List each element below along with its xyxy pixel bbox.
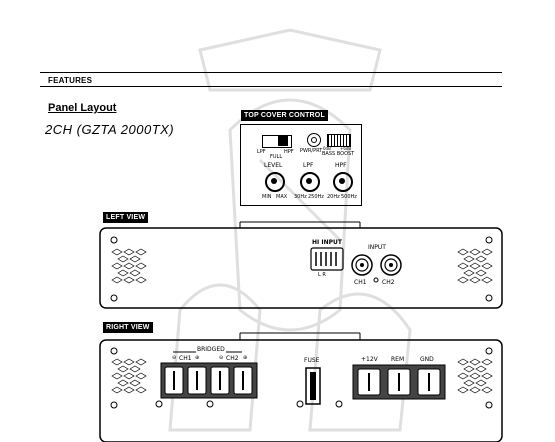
plus12v-label: +12V xyxy=(361,356,378,363)
fuse-label: FUSE xyxy=(304,357,320,364)
hpf-knob-center xyxy=(339,178,345,184)
bass-boost-0db: 0dB xyxy=(323,146,331,151)
input-label: INPUT xyxy=(368,244,386,251)
section-title: FEATURES xyxy=(48,76,93,85)
switch-label-full: FULL xyxy=(270,154,283,160)
level-label: LEVEL xyxy=(264,162,283,169)
bass-boost-switch[interactable] xyxy=(327,134,351,147)
hpf-knob[interactable] xyxy=(333,172,353,192)
bass-boost-label: BASS BOOST xyxy=(322,151,355,157)
speaker-ch1-label: CH1 xyxy=(179,355,192,362)
ch2-plus-sign: ⊕ xyxy=(243,355,248,361)
fuse-holder[interactable] xyxy=(306,368,320,404)
level-knob-center xyxy=(271,178,277,184)
pwr-prt-label: PWR/PRT xyxy=(300,148,323,154)
crossover-switch[interactable] xyxy=(262,135,292,148)
top-cover-tag: TOP COVER CONTROL xyxy=(241,110,328,121)
level-max: MAX xyxy=(276,194,288,200)
hi-input-label: HI INPUT xyxy=(312,239,342,246)
level-knob[interactable] xyxy=(265,172,285,192)
lpf-min: 30Hz xyxy=(294,194,307,200)
bass-boost-6db: +6dB xyxy=(340,146,352,151)
top-cover-panel xyxy=(240,124,362,206)
gnd-label: GND xyxy=(420,356,434,363)
level-min: MIN xyxy=(262,194,272,200)
input-ch2-label: CH2 xyxy=(382,279,395,286)
lpf-knob-label: LPF xyxy=(303,162,314,169)
lpf-knob-center xyxy=(306,178,312,184)
input-ch1-label: CH1 xyxy=(354,279,367,286)
ch2-minus-sign: ⊖ xyxy=(219,355,224,361)
rem-label: REM xyxy=(391,356,405,363)
model-label: 2CH (GZTA 2000TX) xyxy=(45,122,175,137)
speaker-ch2-label: CH2 xyxy=(226,355,239,362)
switch-label-hpf: HPF xyxy=(284,149,294,155)
header-rule-bottom xyxy=(40,86,502,87)
power-terminal-block[interactable] xyxy=(353,365,445,399)
hi-input-sublabel: L R xyxy=(318,272,326,278)
bridged-label: BRIDGED xyxy=(196,346,226,353)
ch1-minus-sign: ⊖ xyxy=(172,355,177,361)
lpf-max: 250Hz xyxy=(308,194,324,200)
ch1-plus-sign: ⊕ xyxy=(195,355,200,361)
lpf-knob[interactable] xyxy=(300,172,320,192)
right-view-tag: RIGHT VIEW xyxy=(103,322,153,333)
page-title: Panel Layout xyxy=(48,102,117,114)
crossover-switch-knob xyxy=(278,136,288,146)
speaker-terminal-block[interactable] xyxy=(161,363,257,398)
pwr-prt-led xyxy=(307,133,321,147)
pwr-prt-led-inner xyxy=(311,137,317,143)
hpf-min: 20Hz xyxy=(327,194,340,200)
hpf-max: 500Hz xyxy=(341,194,357,200)
left-view-tag: LEFT VIEW xyxy=(103,212,149,223)
header-rule-top xyxy=(40,72,502,73)
switch-label-lpf: LPF xyxy=(257,149,266,155)
hpf-knob-label: HPF xyxy=(335,162,347,169)
